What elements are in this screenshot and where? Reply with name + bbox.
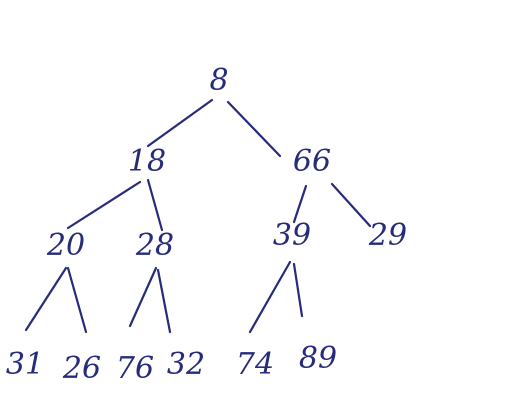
edge-18-28 <box>146 178 164 232</box>
node-label: 20 <box>46 228 85 263</box>
edge-root-18 <box>146 98 214 148</box>
edge-18-20 <box>66 180 142 230</box>
edge-39-74 <box>248 260 292 334</box>
edge-66-39 <box>292 184 308 224</box>
node-label: 66 <box>293 144 331 179</box>
node-label: 26 <box>62 351 101 386</box>
node-label: 89 <box>299 341 337 376</box>
node-label: 74 <box>236 347 274 382</box>
edge-20-31 <box>24 266 68 332</box>
edge-28-76 <box>128 266 158 328</box>
tree-edges <box>24 98 372 334</box>
node-label: 8 <box>209 63 228 98</box>
node-label: 76 <box>116 351 154 386</box>
node-label: 28 <box>135 228 174 263</box>
node-label: 39 <box>273 218 311 253</box>
edge-66-29 <box>330 182 372 228</box>
node-label: 18 <box>128 144 166 179</box>
tree-nodes: 8 18 66 20 28 39 29 31 26 76 32 74 89 <box>6 63 407 386</box>
edge-28-32 <box>156 268 172 334</box>
edge-root-66 <box>226 100 282 158</box>
edge-39-89 <box>292 262 304 318</box>
node-label: 29 <box>368 218 407 253</box>
node-label: 32 <box>167 347 205 382</box>
node-label: 31 <box>6 347 44 382</box>
edge-20-26 <box>66 266 88 334</box>
